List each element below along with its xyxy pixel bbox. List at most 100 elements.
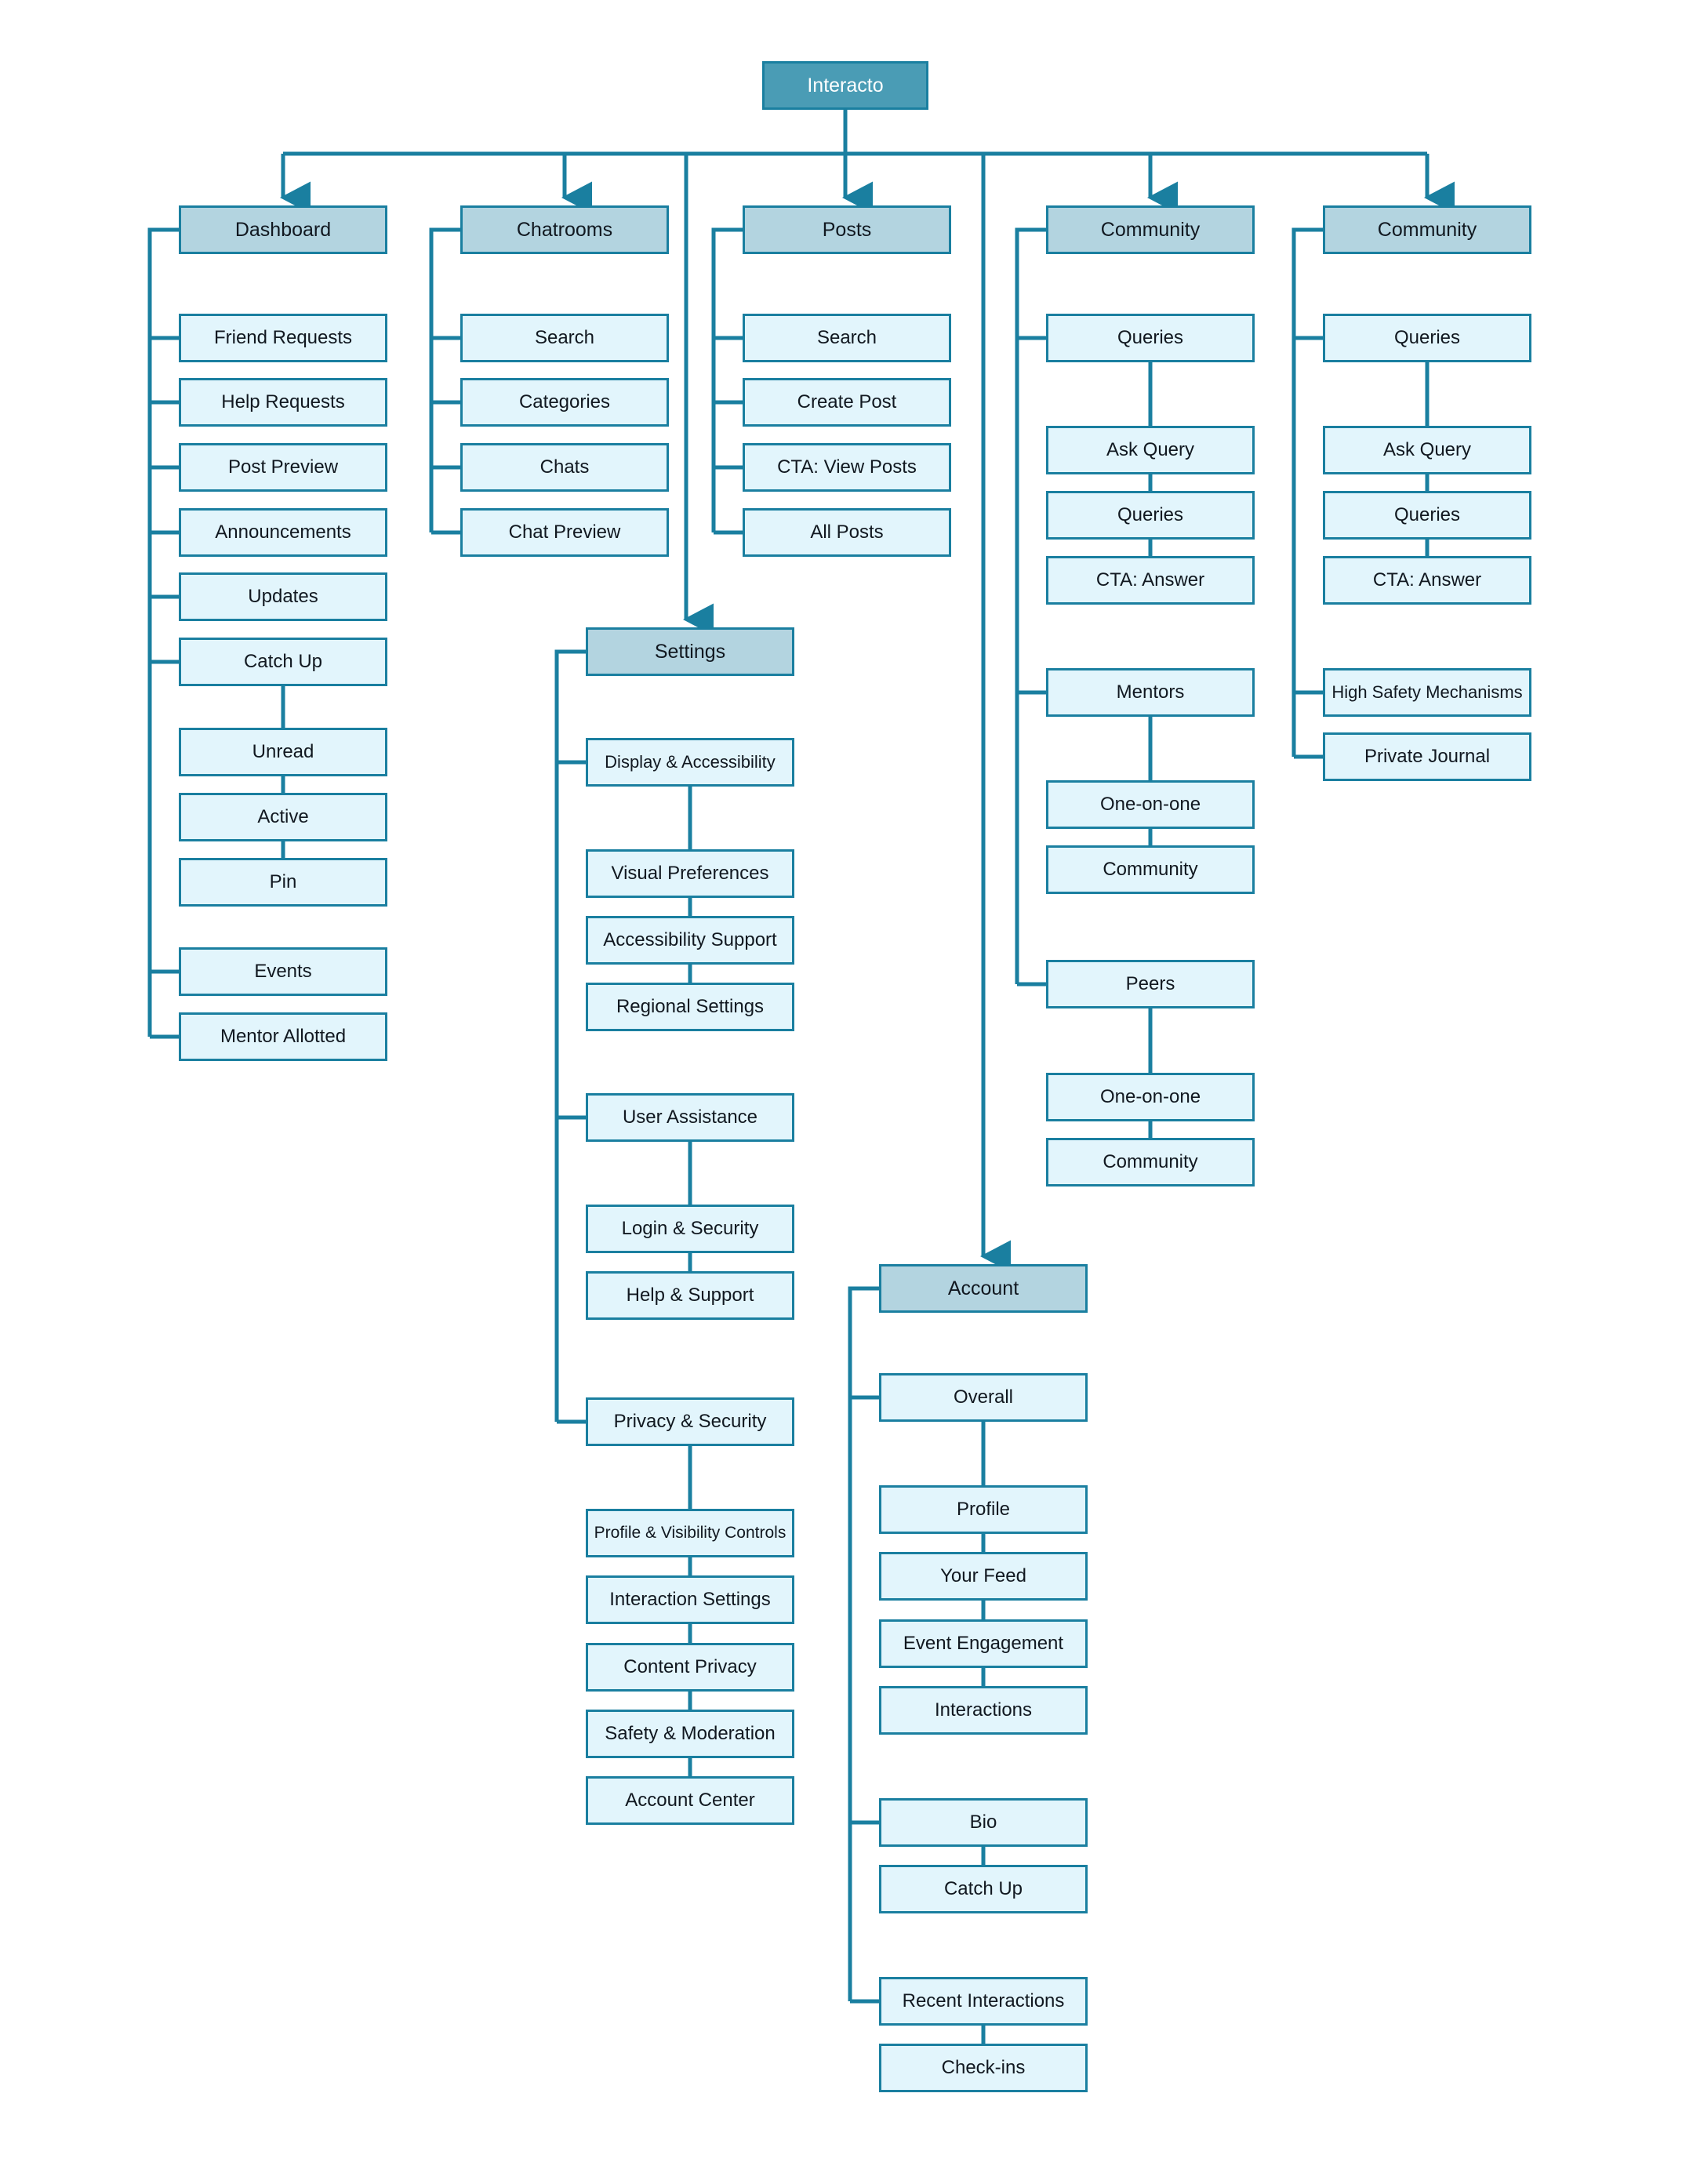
node-label: Recent Interactions [902,1990,1065,2012]
node-mentors-one-on-one[interactable]: One-on-one [1046,780,1255,829]
node-label: Mentor Allotted [220,1026,347,1048]
node-label: Search [534,327,595,349]
node-label: Interactions [934,1699,1033,1721]
node-label: Friend Requests [213,327,353,349]
node-label: Regional Settings [616,996,765,1018]
node-cta-view-posts[interactable]: CTA: View Posts [743,443,951,492]
node-chatrooms-search[interactable]: Search [460,314,669,362]
node-peers-community[interactable]: Community [1046,1138,1255,1186]
node-dashboard[interactable]: Dashboard [179,205,387,254]
node-help-support[interactable]: Help & Support [586,1271,794,1320]
node-catch-up-account[interactable]: Catch Up [879,1865,1088,1913]
node-posts[interactable]: Posts [743,205,951,254]
node-label: Accessibility Support [603,929,777,951]
node-post-preview[interactable]: Post Preview [179,443,387,492]
node-mentors-community[interactable]: Community [1046,845,1255,894]
node-label: Community [1100,218,1201,241]
node-all-posts[interactable]: All Posts [743,508,951,557]
node-label: Community [1103,859,1198,881]
node-label: Announcements [215,521,351,543]
node-pin[interactable]: Pin [179,858,387,907]
node-label: Event Engagement [903,1633,1064,1655]
node-account-center[interactable]: Account Center [586,1776,794,1825]
node-settings[interactable]: Settings [586,627,794,676]
node-check-ins[interactable]: Check-ins [879,2044,1088,2092]
node-label: Bio [969,1812,997,1833]
node-label: Safety & Moderation [605,1723,776,1745]
node-mentors[interactable]: Mentors [1046,668,1255,717]
node-chatrooms[interactable]: Chatrooms [460,205,669,254]
node-mentor-allotted[interactable]: Mentor Allotted [179,1012,387,1061]
node-label: Categories [518,391,611,413]
node-your-feed[interactable]: Your Feed [879,1552,1088,1601]
node-recent-interactions[interactable]: Recent Interactions [879,1977,1088,2026]
node-create-post[interactable]: Create Post [743,378,951,427]
node-profile[interactable]: Profile [879,1485,1088,1534]
node-interactions[interactable]: Interactions [879,1686,1088,1735]
node-community2-queries-2[interactable]: Queries [1323,491,1531,540]
node-updates[interactable]: Updates [179,572,387,621]
node-root-interacto[interactable]: Interacto [762,61,928,110]
node-label: Display & Accessibility [605,752,776,772]
node-label: Queries [1117,327,1184,349]
node-safety-moderation[interactable]: Safety & Moderation [586,1710,794,1758]
node-account[interactable]: Account [879,1264,1088,1313]
node-community2-queries[interactable]: Queries [1323,314,1531,362]
node-label: Profile & Visibility Controls [594,1523,787,1542]
node-community1-queries-2[interactable]: Queries [1046,491,1255,540]
node-label: Privacy & Security [613,1411,767,1433]
node-community1-ask-query[interactable]: Ask Query [1046,426,1255,474]
node-high-safety-mechanisms[interactable]: High Safety Mechanisms [1323,668,1531,717]
node-label: Community [1103,1151,1198,1173]
node-label: Private Journal [1364,746,1491,768]
node-friend-requests[interactable]: Friend Requests [179,314,387,362]
node-private-journal[interactable]: Private Journal [1323,732,1531,781]
node-event-engagement[interactable]: Event Engagement [879,1619,1088,1668]
node-help-requests[interactable]: Help Requests [179,378,387,427]
node-chat-preview[interactable]: Chat Preview [460,508,669,557]
node-chats[interactable]: Chats [460,443,669,492]
node-accessibility-support[interactable]: Accessibility Support [586,916,794,965]
node-community2-cta-answer[interactable]: CTA: Answer [1323,556,1531,605]
node-active[interactable]: Active [179,793,387,841]
node-posts-search[interactable]: Search [743,314,951,362]
node-label: User Assistance [622,1107,758,1128]
node-overall[interactable]: Overall [879,1373,1088,1422]
node-peers[interactable]: Peers [1046,960,1255,1008]
node-community2-ask-query[interactable]: Ask Query [1323,426,1531,474]
node-catch-up-dashboard[interactable]: Catch Up [179,638,387,686]
node-display-accessibility[interactable]: Display & Accessibility [586,738,794,787]
node-label: High Safety Mechanisms [1331,682,1523,703]
node-visual-preferences[interactable]: Visual Preferences [586,849,794,898]
node-content-privacy[interactable]: Content Privacy [586,1643,794,1692]
node-community1-cta-answer[interactable]: CTA: Answer [1046,556,1255,605]
node-interaction-settings[interactable]: Interaction Settings [586,1575,794,1624]
node-label: Check-ins [941,2057,1026,2079]
node-label: Events [254,961,312,983]
node-label: Account [947,1277,1019,1299]
node-unread[interactable]: Unread [179,728,387,776]
node-label: CTA: Answer [1372,569,1482,591]
node-label: CTA: Answer [1095,569,1205,591]
node-community-1[interactable]: Community [1046,205,1255,254]
node-categories[interactable]: Categories [460,378,669,427]
node-community-2[interactable]: Community [1323,205,1531,254]
node-regional-settings[interactable]: Regional Settings [586,983,794,1031]
node-profile-visibility-controls[interactable]: Profile & Visibility Controls [586,1509,794,1557]
node-announcements[interactable]: Announcements [179,508,387,557]
node-label: Settings [654,640,726,663]
node-login-security[interactable]: Login & Security [586,1205,794,1253]
node-label: All Posts [810,521,884,543]
node-label: Post Preview [227,456,339,478]
node-user-assistance[interactable]: User Assistance [586,1093,794,1142]
node-peers-one-on-one[interactable]: One-on-one [1046,1073,1255,1121]
node-label: Dashboard [234,218,332,241]
node-events[interactable]: Events [179,947,387,996]
node-bio[interactable]: Bio [879,1798,1088,1847]
node-label: Posts [822,218,872,241]
node-label: One-on-one [1099,1086,1201,1108]
node-community1-queries[interactable]: Queries [1046,314,1255,362]
node-label: Mentors [1116,681,1185,703]
node-privacy-security[interactable]: Privacy & Security [586,1397,794,1446]
